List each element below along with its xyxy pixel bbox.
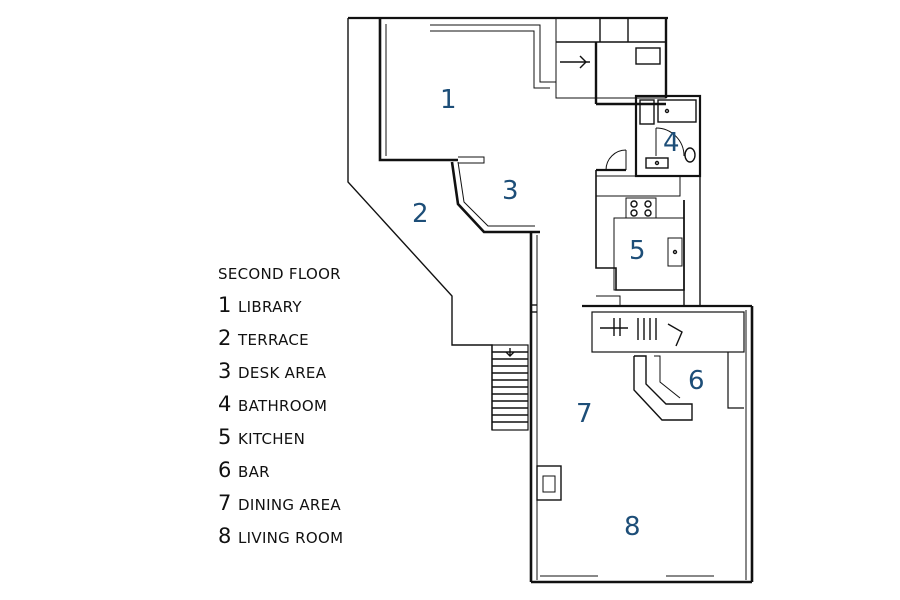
legend-title: SECOND FLOOR <box>218 265 341 283</box>
room-number-3: 3 <box>502 176 519 206</box>
bar-counter <box>633 355 693 421</box>
legend-item: 4 BATHROOM <box>218 392 343 425</box>
legend-label: LIBRARY <box>238 298 302 316</box>
desk-area-wall <box>450 161 540 234</box>
room-number-2: 2 <box>412 199 429 229</box>
legend-item: 2 TERRACE <box>218 326 343 359</box>
legend-number: 5 <box>218 425 232 449</box>
legend-label: KITCHEN <box>238 430 306 448</box>
floor-legend: SECOND FLOOR 1 LIBRARY 2 TERRACE 3 DESK … <box>218 265 343 557</box>
room-number-7: 7 <box>576 399 593 429</box>
legend-label: BATHROOM <box>238 397 328 415</box>
inner-stair <box>591 311 745 353</box>
legend-item: 7 DINING AREA <box>218 491 343 524</box>
kitchen-wall <box>595 170 685 291</box>
fireplace <box>536 465 562 501</box>
library-wall <box>378 18 458 162</box>
legend-label: BAR <box>238 463 270 481</box>
legend-number: 7 <box>218 491 232 515</box>
legend-item: 8 LIVING ROOM <box>218 524 343 557</box>
room-number-1: 1 <box>440 85 457 115</box>
legend-item: 6 BAR <box>218 458 343 491</box>
legend-item: 5 KITCHEN <box>218 425 343 458</box>
legend-number: 6 <box>218 458 232 482</box>
room-number-4: 4 <box>663 128 680 158</box>
upper-stair <box>555 17 667 99</box>
legend-item: 1 LIBRARY <box>218 293 343 326</box>
legend-number: 3 <box>218 359 232 383</box>
legend-number: 8 <box>218 524 232 548</box>
legend-number: 1 <box>218 293 232 317</box>
room-number-6: 6 <box>688 366 705 396</box>
legend-label: LIVING ROOM <box>238 529 344 547</box>
legend-label: DESK AREA <box>238 364 327 382</box>
legend-label: TERRACE <box>238 331 309 349</box>
legend-label: DINING AREA <box>238 496 341 514</box>
room-number-8: 8 <box>624 512 641 542</box>
legend-number: 4 <box>218 392 232 416</box>
legend-number: 2 <box>218 326 232 350</box>
legend-item: 3 DESK AREA <box>218 359 343 392</box>
room-number-5: 5 <box>629 236 646 266</box>
